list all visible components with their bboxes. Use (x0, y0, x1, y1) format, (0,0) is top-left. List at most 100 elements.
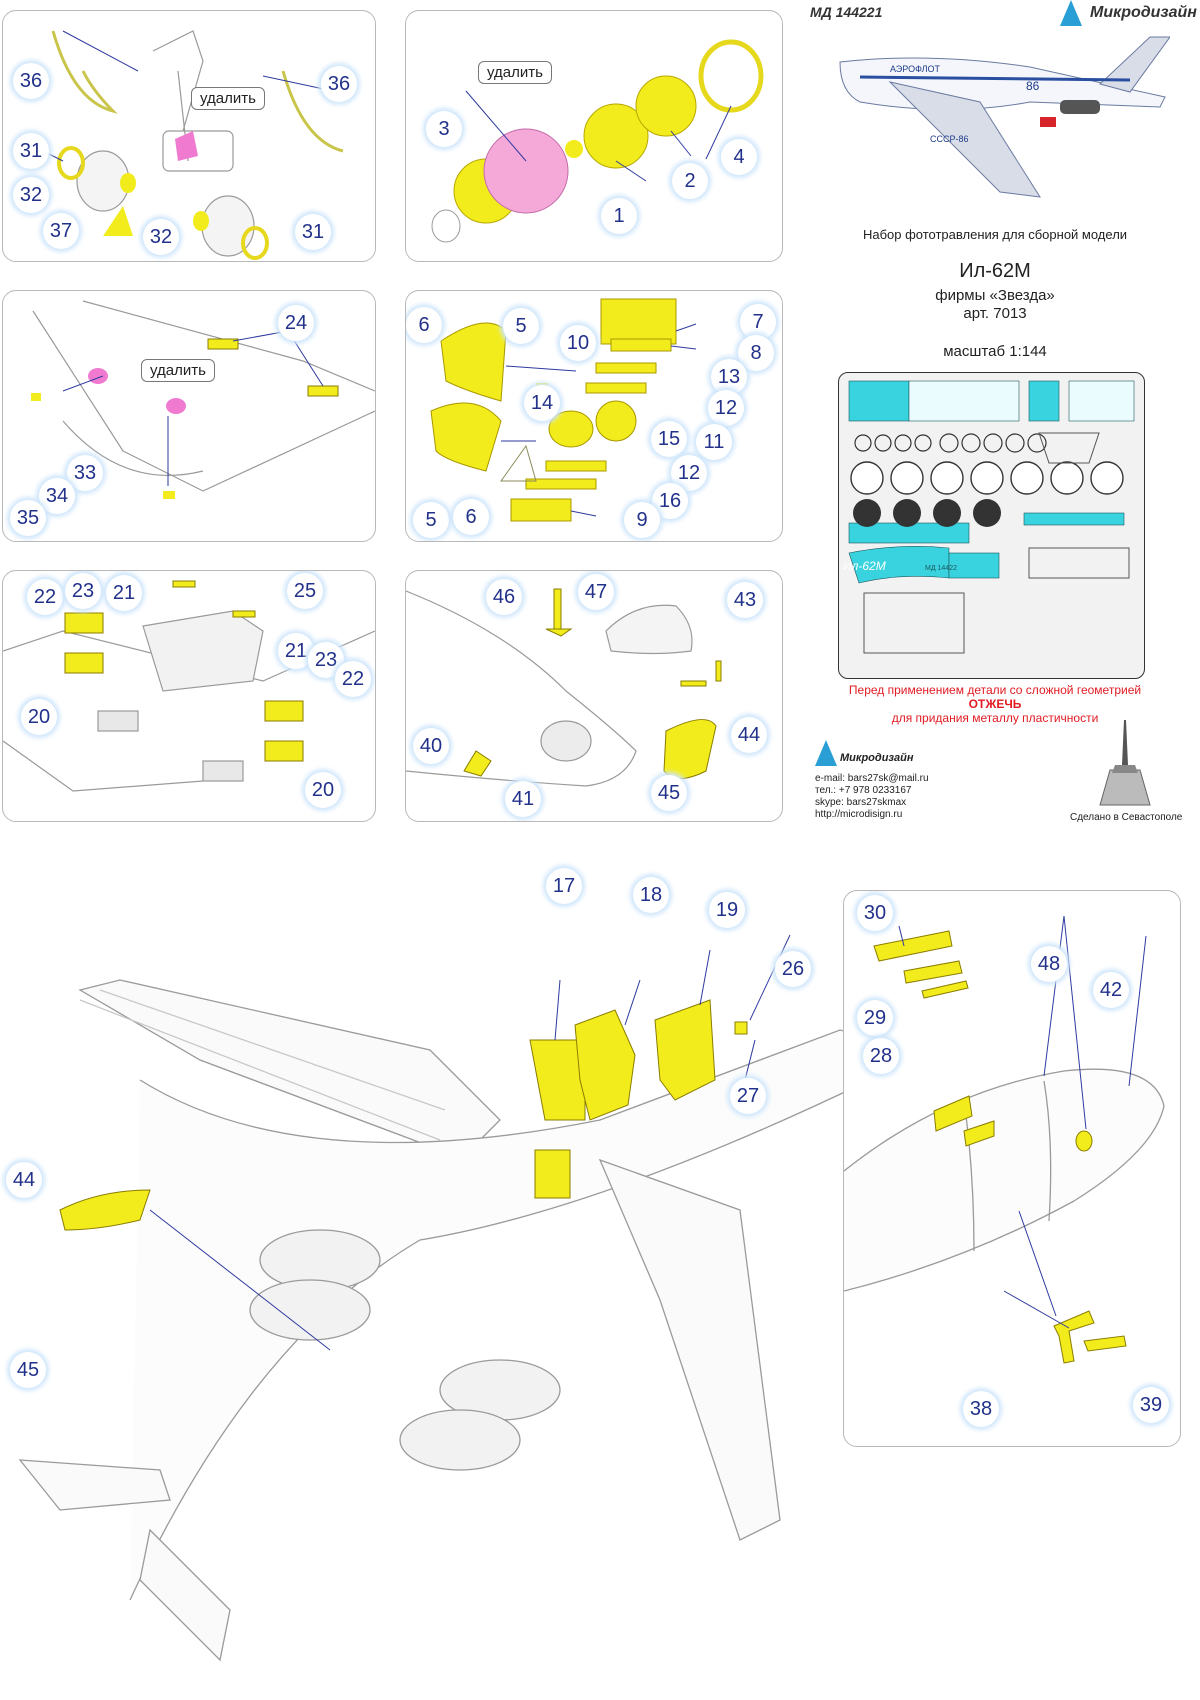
callout-45-main: 45 (10, 1352, 46, 1388)
photo-airline: АЭРОФЛОТ (890, 64, 941, 74)
strut-36-left (51, 30, 118, 114)
spinner-1 (565, 140, 583, 158)
callout-36-left: 36 (13, 63, 49, 99)
right-wing (598, 1158, 781, 1541)
hub-32-right (193, 211, 209, 231)
engine-lower-2 (399, 1409, 521, 1471)
ring-31-right (241, 226, 269, 260)
probe-47 (553, 588, 562, 630)
fret-rings (854, 433, 1047, 453)
ring-4 (698, 39, 764, 113)
panel-nacelle-parts: 6 5 10 14 7 8 13 12 15 11 12 16 9 5 6 (405, 290, 783, 542)
callout-22-right: 22 (335, 661, 371, 697)
panel-9 (510, 498, 572, 522)
cowl-6-top (440, 322, 507, 402)
grille-24a (207, 338, 239, 350)
callout-13: 13 (711, 359, 747, 395)
callout-45-panel: 45 (651, 775, 687, 811)
callout-25: 25 (287, 573, 323, 609)
callout-32-left: 32 (13, 177, 49, 213)
strip-12a (585, 382, 647, 394)
callout-31-left: 31 (13, 133, 49, 169)
contacts-brand: Микродизайн (840, 752, 914, 764)
callout-46: 46 (486, 579, 522, 615)
callout-40: 40 (413, 728, 449, 764)
made-in: Сделано в Севастополе (1070, 812, 1183, 823)
plate-40 (463, 750, 492, 777)
fuselage-top-drawing (844, 915, 1165, 1364)
callout-37: 37 (43, 213, 79, 249)
callout-6-bottom: 6 (453, 499, 489, 535)
warning-line-3: для придания металлу пластичности (891, 711, 1099, 725)
monument-drawing (1099, 720, 1151, 806)
callout-10: 10 (560, 325, 596, 361)
callout-9: 9 (624, 502, 660, 538)
engine-fan-drawing (431, 39, 764, 243)
cowl-6-bottom (430, 402, 502, 472)
callout-1: 1 (601, 198, 637, 234)
callout-35: 35 (10, 500, 46, 536)
hub-32-left (120, 173, 136, 193)
callout-20-right: 20 (305, 772, 341, 808)
strip-29 (903, 960, 963, 984)
left-stabilizer (18, 1459, 171, 1511)
door-frame-18 (574, 1009, 636, 1121)
vertical-tail (139, 1528, 231, 1662)
ring-14 (548, 410, 594, 448)
callout-19: 19 (709, 892, 745, 928)
bracket-39 (1083, 1335, 1127, 1352)
contacts-web: http://microdisign.ru (815, 809, 903, 820)
plane-photo: АЭРОФЛОТ 86 СССР-86 (839, 36, 1170, 198)
callout-11: 11 (696, 424, 732, 460)
bracket-37 (103, 206, 133, 236)
door-19 (654, 999, 716, 1101)
panel-landing-gear: удалить 36 36 31 32 37 32 31 (2, 10, 376, 262)
ring-15 (595, 400, 637, 442)
callout-32-right: 32 (143, 219, 179, 255)
part-26 (734, 1021, 748, 1035)
grille-24b (307, 385, 339, 397)
callout-17: 17 (546, 868, 582, 904)
panel-8 (610, 338, 672, 352)
callout-16: 16 (652, 483, 688, 519)
contacts-phone: тел.: +7 978 0233167 (815, 785, 912, 796)
callout-6-top: 6 (406, 307, 442, 343)
callout-21-right: 21 (278, 633, 314, 669)
callout-5-top: 5 (503, 308, 539, 344)
aircraft-main-drawing (18, 934, 881, 1662)
probe-44-main (59, 1189, 151, 1231)
strip-12b (545, 460, 607, 472)
remove-label-gear: удалить (191, 87, 265, 110)
callout-12-top: 12 (708, 390, 744, 426)
contacts-logo-icon (815, 740, 837, 766)
remove-label-fan: удалить (478, 61, 552, 84)
callout-27: 27 (730, 1078, 766, 1114)
photo-etch-fret: Ил-62М МД 14422 (838, 372, 1145, 679)
callout-47: 47 (578, 574, 614, 610)
callout-33: 33 (67, 455, 103, 491)
brand-code: МД 144221 (810, 4, 883, 20)
warning-line-1: Перед применением детали со сложной геом… (848, 683, 1142, 697)
nacelle-parts-drawing (430, 298, 697, 522)
callout-42: 42 (1093, 972, 1129, 1008)
fret-code: МД 14422 (925, 565, 957, 572)
fuselage (129, 1029, 881, 1601)
manufacturer: фирмы «Звезда» (935, 287, 1055, 304)
grille-set-lower-right (264, 740, 304, 762)
callout-15: 15 (651, 421, 687, 457)
grille-set-upper-left (64, 612, 104, 634)
callout-48: 48 (1031, 946, 1067, 982)
grille-set-lower-left (64, 652, 104, 674)
fret-label: Ил-62М (843, 559, 886, 573)
nose-cockpit-drawing (406, 588, 722, 787)
contacts-email: e-mail: bars27sk@mail.ru (815, 773, 929, 784)
bracket-38 (1053, 1310, 1095, 1364)
grille-set-upper-right (264, 700, 304, 722)
hatch-installed-b (963, 1120, 995, 1147)
callout-20-left: 20 (21, 699, 57, 735)
callout-22-left: 22 (27, 579, 63, 615)
callout-28: 28 (863, 1038, 899, 1074)
part-33 (31, 393, 41, 401)
door-17 (529, 1039, 586, 1121)
callout-38: 38 (963, 1391, 999, 1427)
